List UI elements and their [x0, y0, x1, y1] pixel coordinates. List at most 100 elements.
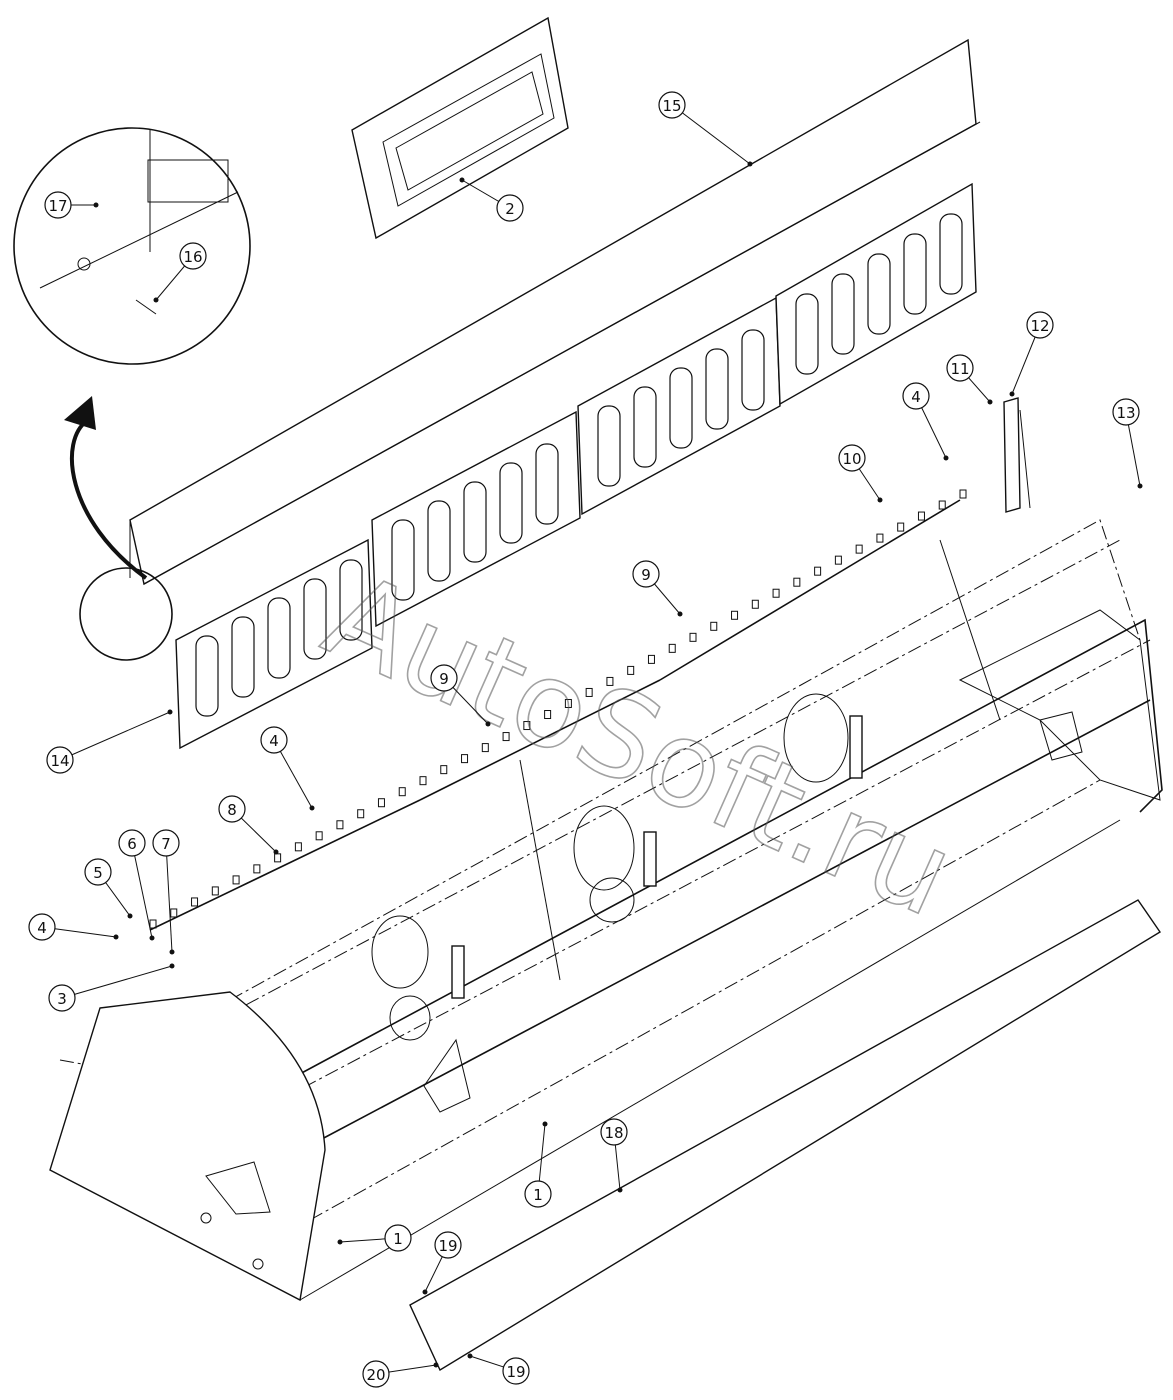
callout-15: 15 — [658, 91, 753, 167]
callout-leader-line — [165, 842, 173, 953]
strip-tab — [731, 610, 739, 620]
callout-number: 9 — [439, 670, 449, 688]
callout-number: 15 — [662, 97, 681, 115]
callout-leader-tip — [169, 949, 175, 955]
strip-tab — [294, 842, 302, 852]
callout-circle — [28, 913, 56, 941]
panel-slot — [669, 367, 693, 449]
front-plate-part — [409, 899, 1161, 1372]
panel-slot — [391, 519, 415, 601]
detail-inset — [13, 127, 251, 661]
callout-1b: 1 — [524, 1121, 552, 1208]
callout-number: 20 — [366, 1366, 385, 1384]
strip-tab — [793, 577, 801, 587]
callout-number: 13 — [1116, 404, 1135, 422]
strip-tab — [149, 919, 157, 929]
strip-tab — [232, 875, 240, 885]
callout-circle — [384, 1224, 412, 1252]
panel-slot — [705, 348, 729, 430]
tab-strips-part — [149, 489, 967, 931]
strip-tab — [336, 820, 344, 830]
callout-number: 5 — [93, 864, 103, 882]
callout-leader-line — [671, 104, 751, 165]
callout-4b: 4 — [902, 382, 949, 461]
callout-leader-tip — [167, 709, 173, 715]
strip-tab — [647, 654, 655, 664]
callout-6: 6 — [118, 829, 155, 941]
panel-slot — [231, 616, 255, 698]
callout-circle — [946, 354, 974, 382]
callout-leader-tip — [422, 1289, 428, 1295]
top-rail-part — [129, 38, 981, 586]
callout-number: 17 — [48, 197, 67, 215]
callout-leader-tip — [153, 297, 159, 303]
callout-circle — [838, 444, 866, 472]
strip-tab — [564, 698, 572, 708]
strip-tab — [876, 533, 884, 543]
callout-13: 13 — [1112, 398, 1143, 489]
strip-tab — [710, 621, 718, 631]
callout-4c: 4 — [28, 913, 119, 941]
callout-leader-tip — [617, 1187, 623, 1193]
callout-number: 1 — [393, 1230, 403, 1248]
callout-leader-tip — [93, 202, 99, 208]
strip-tab — [544, 710, 552, 720]
callout-circle — [179, 242, 207, 270]
panel-slot — [939, 213, 963, 295]
vertical-plate-part — [1003, 397, 1031, 513]
callout-leader-tip — [1009, 391, 1015, 397]
panel-slot — [903, 233, 927, 315]
panel-slot — [535, 443, 559, 525]
callout-8: 8 — [218, 795, 279, 855]
callout-circle — [46, 746, 74, 774]
callout-leader-tip — [149, 935, 155, 941]
callout-19b: 19 — [467, 1353, 530, 1385]
callout-circle — [902, 382, 930, 410]
callout-circle — [1026, 311, 1054, 339]
panel-slot — [741, 329, 765, 411]
strip-tab — [481, 743, 489, 753]
callout-circle — [48, 984, 76, 1012]
callout-number: 4 — [269, 732, 279, 750]
callout-17: 17 — [44, 191, 99, 219]
callout-20: 20 — [362, 1360, 439, 1388]
callout-number: 16 — [183, 248, 202, 266]
callout-leader-tip — [943, 455, 949, 461]
callout-number: 4 — [911, 388, 921, 406]
cover-plate-part — [351, 16, 569, 240]
strip-tab — [668, 643, 676, 653]
strip-tab — [315, 831, 323, 841]
strip-tab — [606, 676, 614, 686]
watermark: AutoSoft.ru — [307, 546, 973, 944]
callout-number: 12 — [1030, 317, 1049, 335]
panel-slot — [463, 481, 487, 563]
callout-circle — [118, 829, 146, 857]
callout-circle — [152, 829, 180, 857]
callout-number: 7 — [161, 835, 171, 853]
callout-number: 4 — [37, 919, 47, 937]
callout-leader-tip — [127, 913, 133, 919]
strip-tab — [461, 754, 469, 764]
callout-number: 1 — [533, 1186, 543, 1204]
callout-circle — [600, 1118, 628, 1146]
callout-leader-tip — [113, 934, 119, 940]
strip-tab — [834, 555, 842, 565]
callout-14: 14 — [46, 709, 173, 774]
strip-tab — [170, 908, 178, 918]
callout-circle — [524, 1180, 552, 1208]
callout-number: 8 — [227, 801, 237, 819]
panel-slot — [831, 273, 855, 355]
callout-leader-tip — [1137, 483, 1143, 489]
panel-slot — [795, 293, 819, 375]
panel-slot — [267, 597, 291, 679]
strip-tab — [585, 687, 593, 697]
corrugated-panels-part — [175, 182, 977, 750]
panel-slot — [427, 500, 451, 582]
panel-slot — [867, 253, 891, 335]
callout-10: 10 — [838, 444, 883, 503]
strip-tab — [897, 522, 905, 532]
callout-7: 7 — [152, 829, 180, 955]
strip-tab — [274, 853, 282, 863]
callout-11: 11 — [946, 354, 993, 405]
callout-number: 14 — [50, 752, 69, 770]
